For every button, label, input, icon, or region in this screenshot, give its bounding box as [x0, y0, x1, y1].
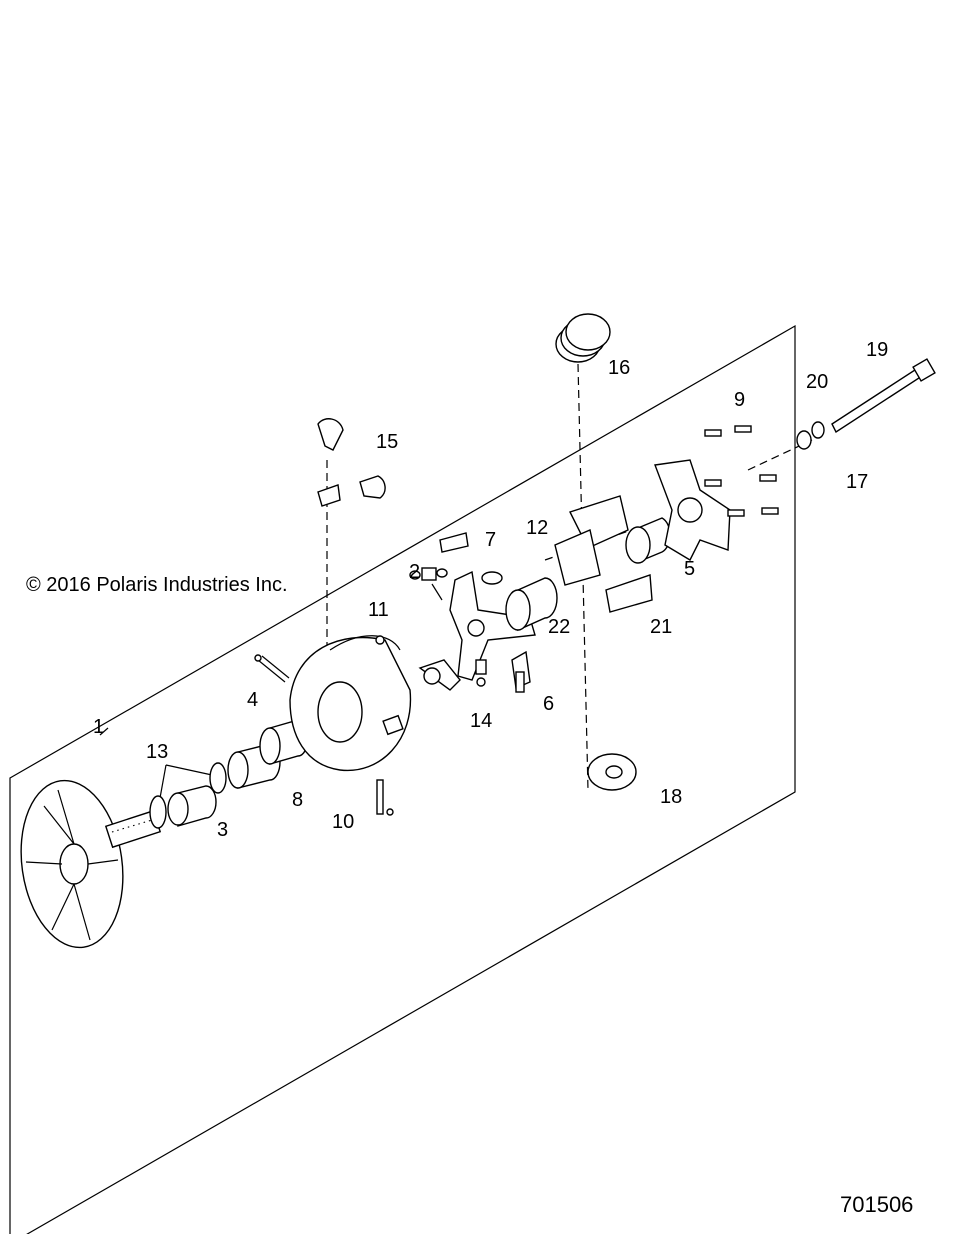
washer-18-part [587, 753, 637, 791]
bushing-and-rings-part [149, 762, 227, 829]
washer-20-part [811, 421, 825, 439]
pin-part [254, 654, 290, 683]
callout-1: 1 [93, 716, 104, 738]
callout-17: 17 [846, 471, 868, 493]
cover-plate-part [654, 459, 731, 561]
assembly-outline [9, 324, 796, 1234]
callout-22: 22 [548, 616, 570, 638]
callout-13: 13 [146, 741, 168, 763]
clutch-cover-housing-part [289, 635, 412, 772]
roller-7-part [439, 532, 469, 553]
callout-9: 9 [734, 389, 745, 411]
callout-16: 16 [608, 357, 630, 379]
callout-5: 5 [684, 558, 695, 580]
bushing-12-part [505, 577, 558, 632]
shoe-21-part [554, 495, 653, 613]
callout-21: 21 [650, 616, 672, 638]
callout-8: 8 [292, 789, 303, 811]
pin-10-part [376, 779, 394, 816]
pins-2-part [409, 567, 448, 601]
weights-15-part [317, 418, 386, 507]
spider-22-part [418, 570, 536, 693]
callout-15: 15 [376, 431, 398, 453]
callout-7: 7 [485, 529, 496, 551]
callout-19: 19 [866, 339, 888, 361]
callout-20: 20 [806, 371, 828, 393]
callout-2: 2 [409, 561, 420, 583]
leader-13 [159, 764, 167, 799]
leader-13b [165, 764, 213, 776]
callout-10: 10 [332, 811, 354, 833]
callout-6: 6 [543, 693, 554, 715]
bushing-5-part [625, 517, 671, 564]
spring-16-part [555, 313, 611, 363]
copyright-notice: © 2016 Polaris Industries Inc. [26, 574, 288, 596]
callout-12: 12 [526, 517, 548, 539]
callout-18: 18 [660, 786, 682, 808]
bolt-11-part [375, 635, 385, 645]
callout-14: 14 [470, 710, 492, 732]
bolt-19-part [831, 358, 936, 434]
moveable-sheave-part [20, 779, 162, 949]
nut-17-part [796, 430, 812, 450]
leader-1 [99, 727, 109, 736]
callout-4: 4 [247, 689, 258, 711]
bolts-9-part [704, 425, 779, 517]
callout-3: 3 [217, 819, 228, 841]
document-id: 701506 [840, 1192, 913, 1217]
callout-11: 11 [368, 599, 389, 621]
